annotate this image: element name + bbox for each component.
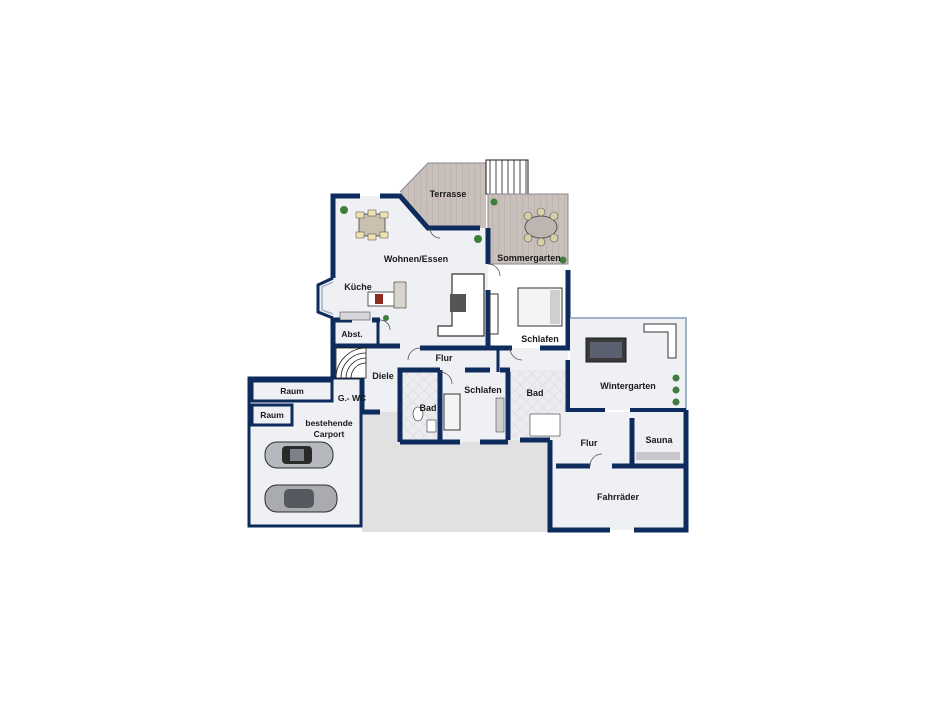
bed-icon	[517, 287, 563, 327]
room-label-fahrraeder: Fahrräder	[597, 492, 640, 502]
room-label-terrasse: Terrasse	[430, 189, 467, 199]
sofa-icon	[437, 273, 485, 337]
car-icon	[264, 484, 338, 513]
door-swings	[379, 227, 603, 467]
car-icon	[264, 441, 334, 469]
terrasse-deck	[399, 159, 529, 228]
bathtub-icon	[529, 413, 561, 437]
room-label-bad-1: Bad	[419, 403, 436, 413]
wintergarten	[568, 317, 687, 412]
bed-icon	[443, 393, 505, 433]
room-label-flur-1: Flur	[436, 353, 453, 363]
toilet-icon	[412, 406, 437, 433]
kitchen-island-icon	[339, 281, 407, 321]
room-label-wohnen-essen: Wohnen/Essen	[384, 254, 448, 264]
room-label-carport-line-2: Carport	[314, 429, 345, 439]
sommergarten-deck	[487, 193, 569, 265]
partitions	[376, 320, 568, 372]
room-label-schlafen-2: Schlafen	[464, 385, 502, 395]
room-label-g-wc: G.- WC	[338, 393, 366, 403]
room-label-raum-2: Raum	[260, 410, 284, 420]
room-label-wintergarten: Wintergarten	[600, 381, 655, 391]
room-label-carport-line-1: bestehende	[305, 418, 353, 428]
plant-icon	[340, 198, 680, 406]
terrasse-stairs	[489, 160, 527, 194]
room-label-bad-2: Bad	[526, 388, 543, 398]
room-label-diele: Diele	[372, 371, 394, 381]
room-label-sommergarten: Sommergarten	[497, 253, 561, 263]
dining-table-icon	[355, 209, 389, 241]
kitchen-bay-glass	[321, 281, 334, 315]
room-label-schlafen-1: Schlafen	[521, 334, 559, 344]
room-label-kueche: Küche	[344, 282, 372, 292]
room-label-abst: Abst.	[341, 329, 362, 339]
staircase	[335, 347, 367, 379]
room-label-sauna: Sauna	[645, 435, 673, 445]
room-label-flur-2: Flur	[581, 438, 598, 448]
room-label-raum-1: Raum	[280, 386, 304, 396]
sideboard-icon	[489, 293, 499, 335]
kitchen-bay-window	[316, 276, 334, 320]
annex-walls	[547, 410, 689, 533]
annex-floor	[550, 412, 686, 530]
